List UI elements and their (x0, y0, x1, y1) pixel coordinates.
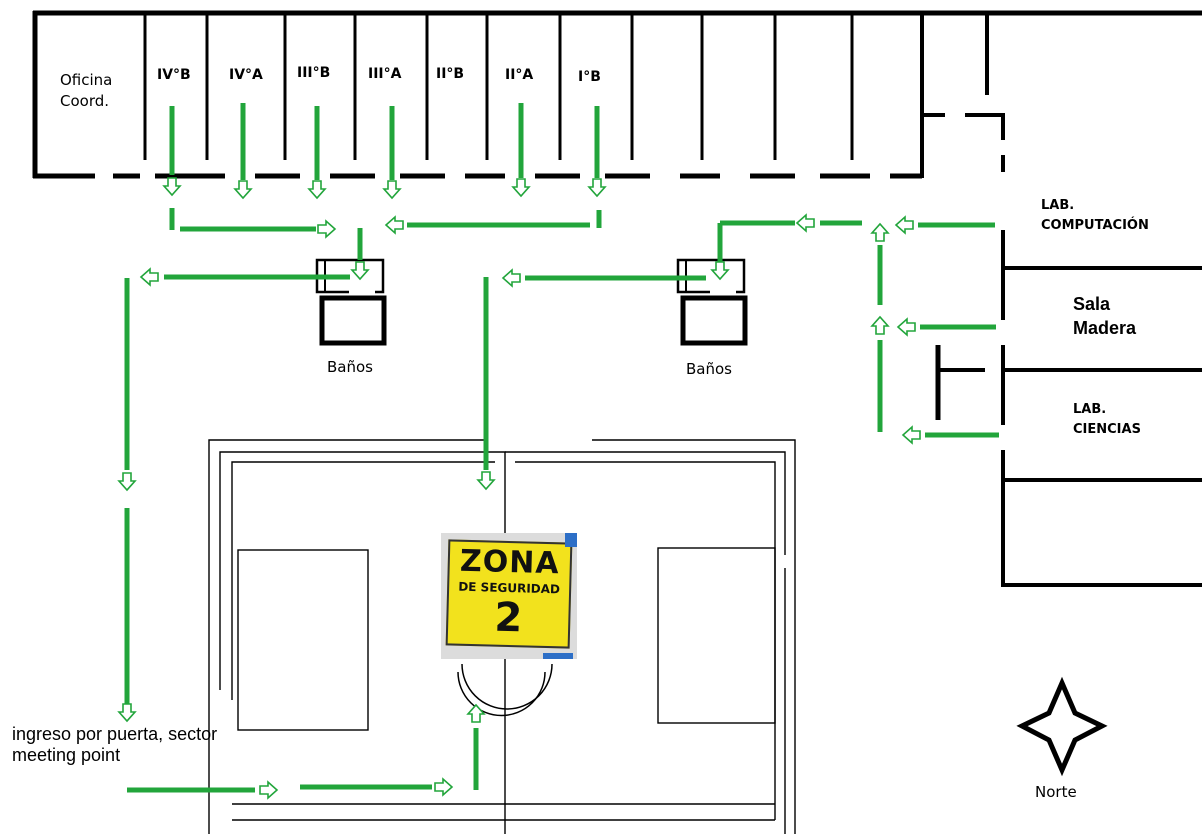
safety-zone-sign: ZONA DE SEGURIDAD 2 (441, 533, 577, 659)
classroom-label: II°A (505, 67, 534, 83)
arrow-left-icon (897, 318, 916, 336)
lab-wing-walls (935, 230, 1202, 587)
sala-madera-label: Sala Madera (1073, 294, 1137, 338)
evacuation-routes (124, 103, 999, 793)
arrow-left-icon (385, 216, 404, 234)
arrow-up-icon (871, 316, 889, 335)
arrow-down-icon (118, 472, 136, 491)
arrow-left-icon (502, 269, 521, 287)
arrow-up-icon (871, 223, 889, 242)
classroom-label: IV°B (157, 67, 191, 83)
arrow-right-icon (259, 781, 278, 799)
compass-star-icon (1016, 676, 1108, 777)
arrow-down-icon (118, 703, 136, 722)
bathroom-right (676, 258, 748, 346)
classroom-label: I°B (578, 69, 601, 85)
bathroom-left (315, 258, 387, 346)
classroom-label: IV°A (229, 67, 263, 83)
classroom-wing-walls (32, 10, 1202, 179)
arrow-up-icon (467, 704, 485, 723)
office-label: Oficina Coord. (60, 71, 113, 110)
arrow-right-icon (317, 220, 336, 238)
entry-note: ingreso por puerta, sector meeting point (12, 724, 218, 765)
arrow-down-icon (351, 261, 369, 280)
arrow-left-icon (895, 216, 914, 234)
sign-tape (543, 653, 573, 659)
sign-number: 2 (493, 594, 523, 642)
arrow-down-icon (163, 177, 181, 196)
classroom-label: III°B (297, 65, 331, 81)
compass-north-label: Norte (1035, 783, 1077, 801)
evacuation-arrows (118, 177, 921, 799)
classroom-label: II°B (436, 66, 465, 82)
arrow-down-icon (512, 178, 530, 197)
arrow-down-icon (588, 178, 606, 197)
lab-computacion-label: LAB. COMPUTACIÓN (1041, 198, 1149, 233)
bathroom-right-label: Baños (686, 360, 732, 378)
sign-tape (565, 533, 577, 547)
arrow-down-icon (383, 180, 401, 199)
arrow-left-icon (902, 426, 921, 444)
lab-ciencias-label: LAB. CIENCIAS (1073, 402, 1141, 437)
arrow-right-icon (434, 778, 453, 796)
arrow-down-icon (308, 180, 326, 199)
classroom-label: III°A (368, 66, 402, 82)
sign-title: ZONA (459, 543, 561, 582)
arrow-down-icon (234, 180, 252, 199)
arrow-down-icon (711, 261, 729, 280)
bathroom-left-label: Baños (327, 358, 373, 376)
arrow-left-icon (796, 214, 815, 232)
arrow-down-icon (477, 471, 495, 490)
arrow-left-icon (140, 268, 159, 286)
